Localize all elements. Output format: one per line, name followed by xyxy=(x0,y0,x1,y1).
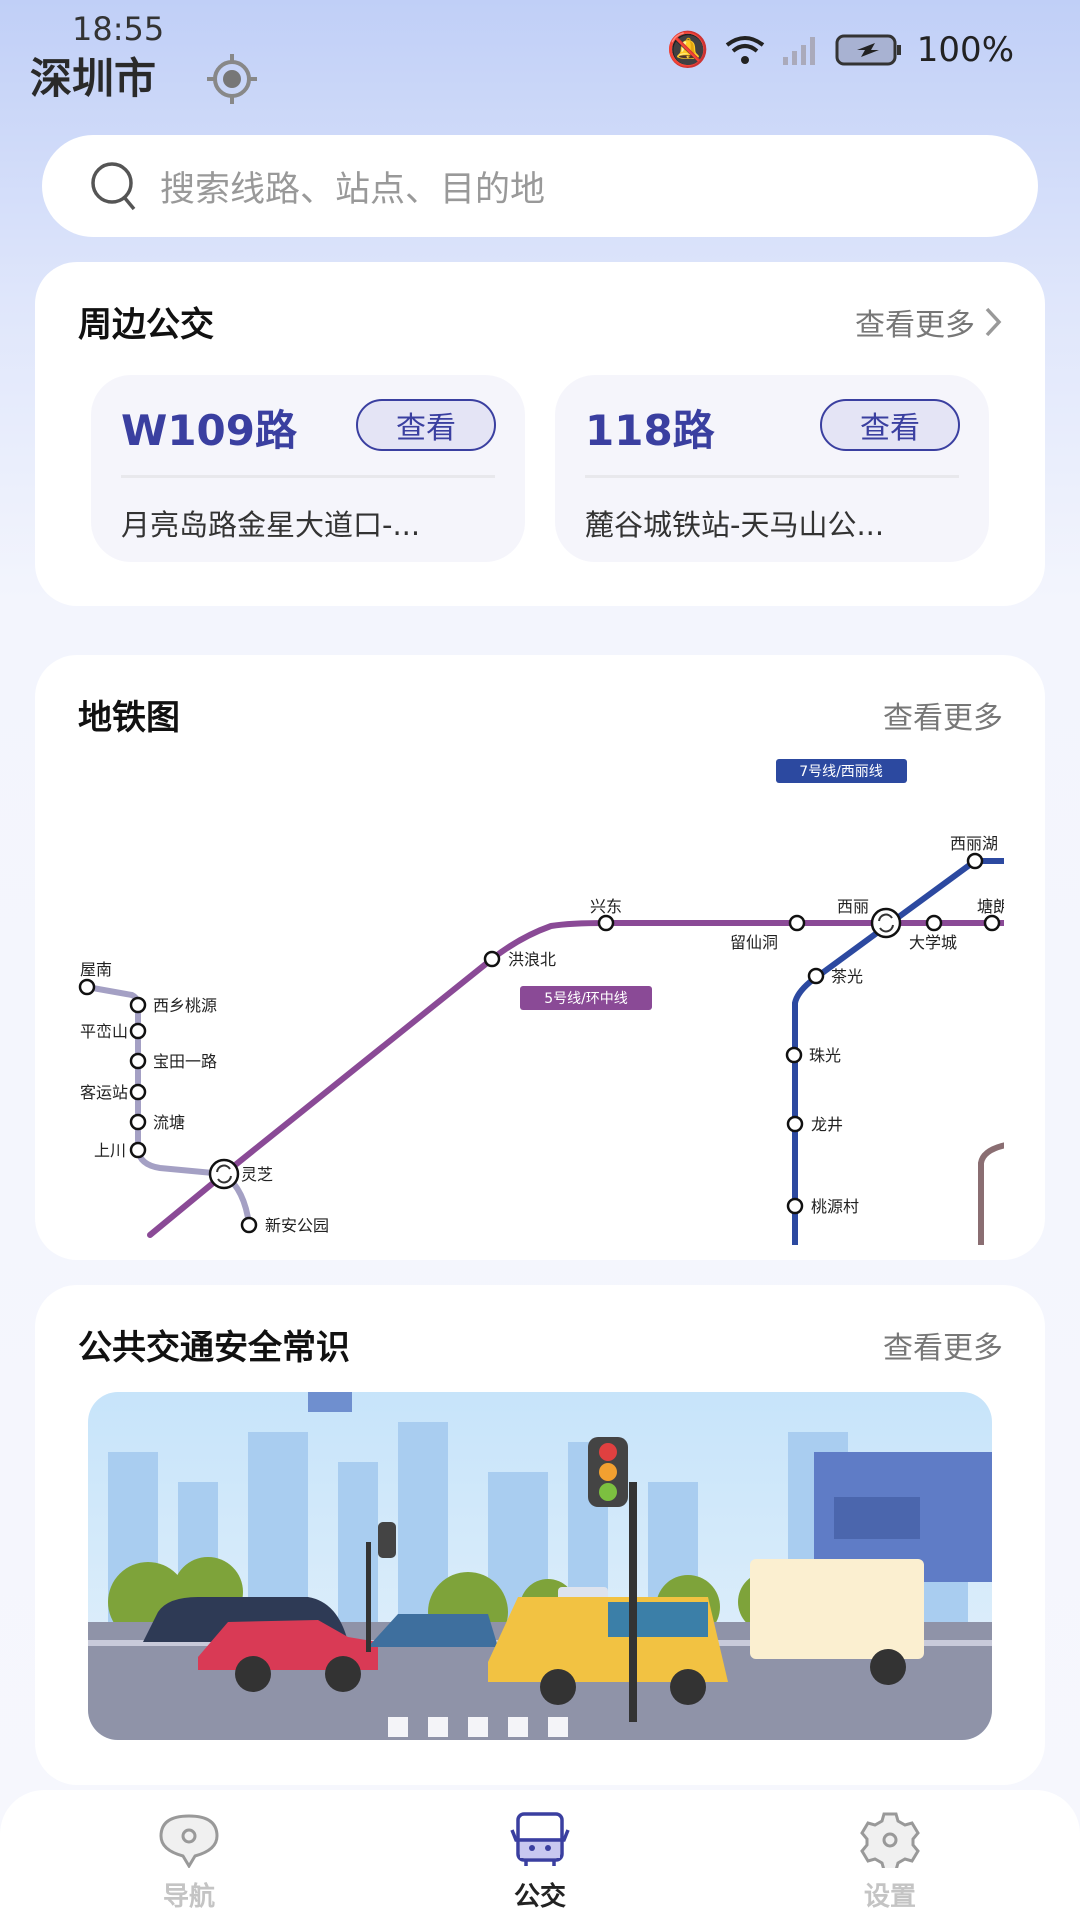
battery-icon xyxy=(835,34,901,66)
nav-tab-settings[interactable]: 设置 xyxy=(810,1812,970,1913)
section-title: 周边公交 xyxy=(78,305,214,345)
view-more-link[interactable]: 查看更多 xyxy=(855,300,1003,344)
nearby-bus-card: 周边公交 查看更多 W109路 查看 月亮岛路金星大道口-... 118路 查看… xyxy=(35,262,1045,606)
locate-icon[interactable] xyxy=(205,52,259,106)
station-label: 宝田一路 xyxy=(153,1052,217,1071)
station-label: 平峦山 xyxy=(80,1022,128,1041)
nav-label: 设置 xyxy=(863,1882,916,1912)
divider xyxy=(121,475,495,478)
route-destination: 月亮岛路金星大道口-... xyxy=(121,508,421,542)
station-label: 兴东 xyxy=(590,897,622,916)
signal-icon xyxy=(782,37,815,65)
view-route-button[interactable]: 查看 xyxy=(356,399,496,451)
bottom-nav: 导航 公交 设置 xyxy=(0,1790,1080,1920)
station-label: 流塘 xyxy=(153,1113,185,1132)
safety-card: 公共交通安全常识 查看更多 xyxy=(35,1285,1045,1785)
station-label: 屋南 xyxy=(80,960,112,979)
view-route-button[interactable]: 查看 xyxy=(820,399,960,451)
status-time: 18:55 xyxy=(72,10,165,48)
mute-icon: 🔕 xyxy=(666,30,709,70)
line-7-path xyxy=(792,858,1004,1245)
station-label: 龙井 xyxy=(811,1115,843,1134)
gear-icon xyxy=(860,1812,920,1872)
station-label: 西丽湖 xyxy=(950,834,998,853)
station-label: 留仙洞 xyxy=(730,933,778,952)
chevron-right-icon xyxy=(985,307,1002,337)
search-icon xyxy=(91,162,136,211)
status-icons: 🔕 100% xyxy=(666,30,1014,70)
view-more-link[interactable]: 查看更多 xyxy=(883,701,1003,736)
route-name: W109路 xyxy=(121,406,297,455)
bus-icon xyxy=(510,1812,570,1866)
line-7-label: 7号线/西丽线 xyxy=(799,764,883,780)
station-label: 上川 xyxy=(94,1141,126,1160)
map-pin-icon xyxy=(159,1814,219,1869)
nav-label: 导航 xyxy=(162,1882,215,1912)
search-input[interactable]: 搜索线路、站点、目的地 xyxy=(160,169,546,210)
station-label: 西丽 xyxy=(837,897,869,916)
nav-tab-bus[interactable]: 公交 xyxy=(460,1812,620,1913)
brown-line-path xyxy=(978,1142,1004,1245)
interchange-icon xyxy=(216,913,894,1184)
metro-card: 地铁图 查看更多 7号线/西丽线 5号线/环中线 西丽湖 兴东 西丽 xyxy=(35,655,1045,1260)
station-label: 西乡桃源 xyxy=(153,996,217,1015)
traffic-illustration[interactable] xyxy=(88,1392,992,1740)
bus-route-card[interactable]: W109路 查看 月亮岛路金星大道口-... xyxy=(91,375,525,562)
route-destination: 麓谷城铁站-天马山公... xyxy=(585,508,885,542)
station-label: 茶光 xyxy=(831,967,863,986)
search-bar[interactable]: 搜索线路、站点、目的地 xyxy=(42,135,1038,237)
station-label: 灵芝 xyxy=(241,1165,273,1184)
bus-route-card[interactable]: 118路 查看 麓谷城铁站-天马山公... xyxy=(555,375,989,562)
station-label: 洪浪北 xyxy=(508,950,556,969)
view-more-link[interactable]: 查看更多 xyxy=(883,1331,1003,1366)
station-label: 大学城 xyxy=(909,933,957,952)
divider xyxy=(585,475,959,478)
nav-label: 公交 xyxy=(513,1882,566,1912)
section-title: 公共交通安全常识 xyxy=(78,1328,350,1368)
line-5-label: 5号线/环中线 xyxy=(544,991,628,1007)
section-title: 地铁图 xyxy=(78,698,180,738)
metro-map[interactable]: 7号线/西丽线 5号线/环中线 西丽湖 兴东 西丽 塘朗 留仙洞 大学城 洪浪北… xyxy=(78,740,1004,1245)
station-label: 桃源村 xyxy=(811,1197,859,1216)
nav-tab-navigation[interactable]: 导航 xyxy=(109,1812,269,1913)
station-label: 珠光 xyxy=(809,1046,841,1065)
city-selector[interactable]: 深圳市 xyxy=(30,54,157,103)
station-label: 新安公园 xyxy=(265,1216,329,1235)
station-label: 客运站 xyxy=(80,1083,128,1102)
route-name: 118路 xyxy=(585,406,715,455)
wifi-icon xyxy=(725,36,765,64)
battery-percent: 100% xyxy=(916,30,1014,70)
view-more-label: 查看更多 xyxy=(855,308,975,343)
line-5-path xyxy=(147,920,1004,1238)
station-label: 塘朗 xyxy=(977,897,1004,916)
